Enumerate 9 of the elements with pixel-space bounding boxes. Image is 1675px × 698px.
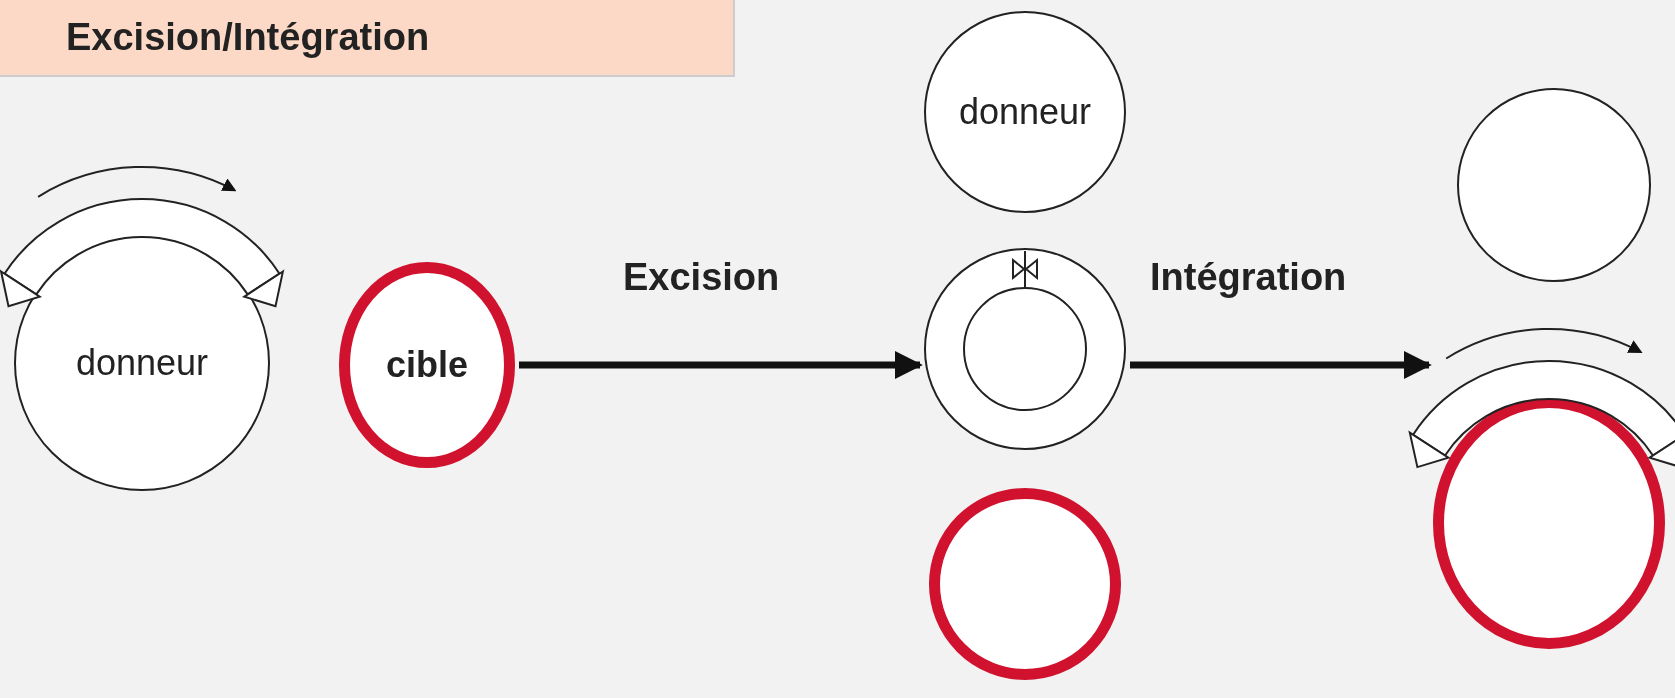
target-circle [339,262,515,468]
excised-circle-drawing [924,248,1126,450]
target-circle [929,488,1121,680]
node-label: donneur [75,342,209,384]
node-label: cible [385,344,468,386]
donor-circle [924,11,1126,213]
title: Excision/Intégration [66,16,430,59]
node-label: donneur [958,91,1092,133]
donor-circle [1457,88,1651,282]
